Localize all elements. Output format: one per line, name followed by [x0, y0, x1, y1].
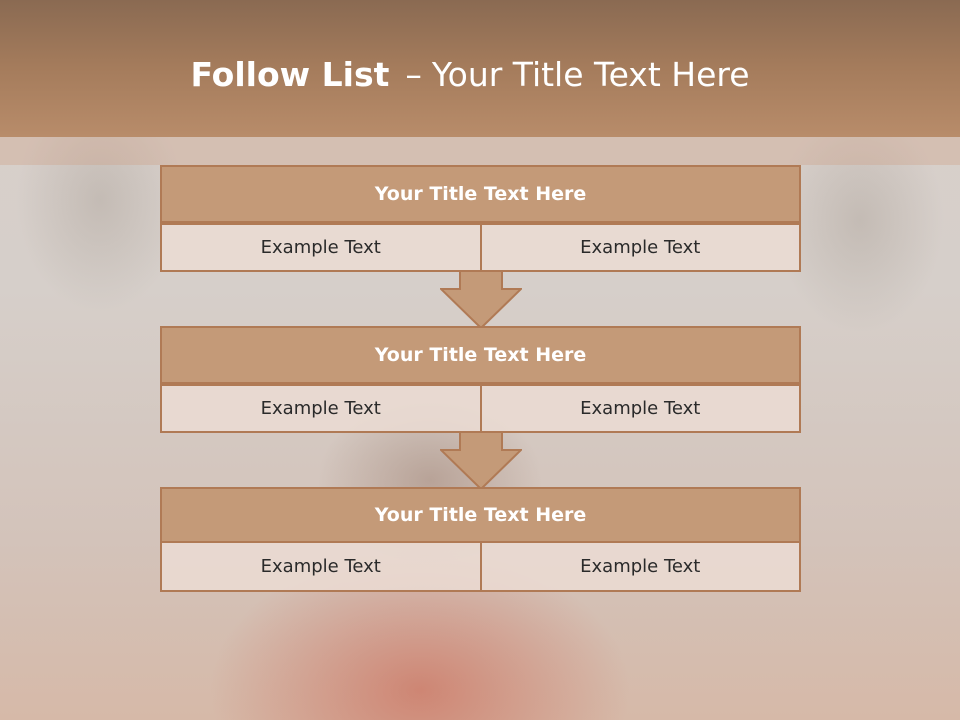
down-arrow-icon: [440, 432, 522, 490]
step-cell-right: Example Text: [481, 541, 801, 592]
title-rest: Your Title Text Here: [431, 55, 750, 94]
step-cell-right: Example Text: [481, 223, 801, 272]
step-row: Example Text Example Text: [160, 541, 801, 592]
step-cell-left: Example Text: [160, 384, 482, 433]
step-block-1: Your Title Text Here Example Text Exampl…: [160, 165, 801, 272]
step-row: Example Text Example Text: [160, 384, 801, 433]
header-band: [0, 137, 960, 165]
step-title: Your Title Text Here: [160, 165, 801, 223]
title-bold: Follow List: [190, 55, 390, 94]
step-cell-right: Example Text: [481, 384, 801, 433]
slide-title: Follow List–Your Title Text Here: [0, 55, 960, 95]
step-row: Example Text Example Text: [160, 223, 801, 272]
step-block-3: Your Title Text Here Example Text Exampl…: [160, 487, 801, 592]
step-title: Your Title Text Here: [160, 487, 801, 543]
header-bar: [0, 0, 960, 137]
step-title: Your Title Text Here: [160, 326, 801, 384]
step-block-2: Your Title Text Here Example Text Exampl…: [160, 326, 801, 433]
step-cell-left: Example Text: [160, 541, 482, 592]
title-separator: –: [405, 55, 422, 94]
step-cell-left: Example Text: [160, 223, 482, 272]
down-arrow-icon: [440, 271, 522, 329]
